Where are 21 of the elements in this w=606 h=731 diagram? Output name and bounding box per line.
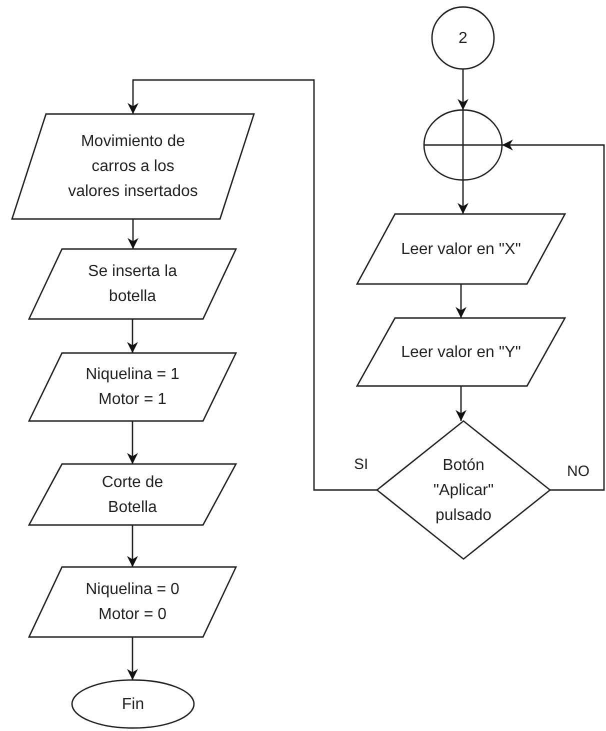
arrow [127, 421, 138, 464]
node-text: Niquelina = 0 Motor = 0 [84, 580, 180, 625]
node-text: Corte de Botella [100, 472, 164, 518]
arrow [458, 69, 468, 110]
node-text: Movimiento de carros a los valores insertados [67, 132, 199, 202]
node-text: Fin [122, 694, 144, 714]
arrow [458, 180, 468, 214]
node-text: Niquelina = 1 Motor = 1 [84, 365, 180, 410]
node-text: 2 [458, 28, 468, 48]
arrow [127, 637, 138, 680]
arrow [502, 140, 605, 491]
arrow [128, 79, 377, 491]
arrow [127, 525, 138, 567]
node-text: Botón "Aplicar" pulsado [432, 456, 495, 526]
arrow [456, 284, 466, 318]
node-text: Se inserta la botella [87, 262, 178, 307]
node-text: Leer valor en "Y" [401, 342, 521, 362]
arrow [127, 319, 138, 353]
node-text: Leer valor en "X" [401, 240, 521, 260]
arrow [128, 219, 138, 249]
arrow [456, 386, 466, 421]
